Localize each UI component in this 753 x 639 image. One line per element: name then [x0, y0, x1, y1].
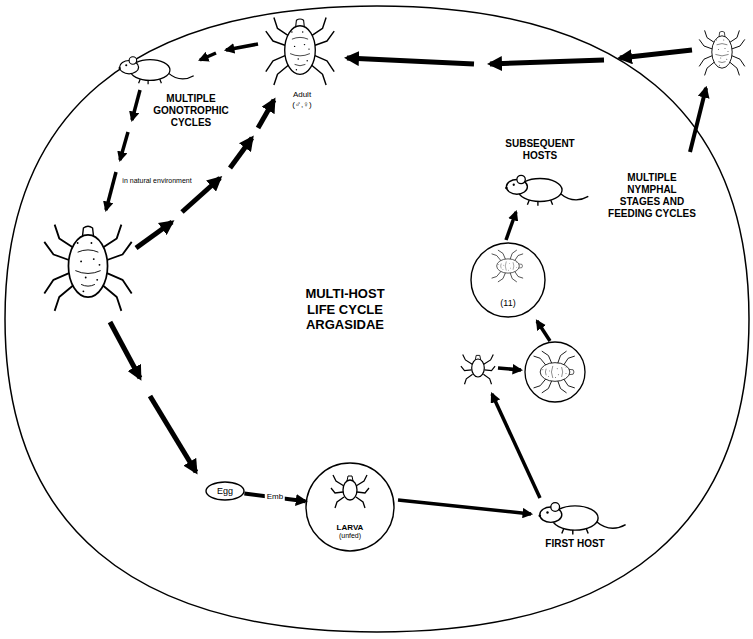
stage-label: Adult (♂,♀)	[284, 90, 320, 109]
cycle-arrow	[132, 90, 140, 120]
cycle-arrows	[106, 44, 706, 514]
stage-arrow	[244, 493, 305, 501]
cycle-label: MULTIPLE NYMPHAL STAGES AND FEEDING CYCL…	[607, 172, 697, 220]
host-label: FIRST HOST	[545, 538, 604, 550]
node-text: Egg	[217, 486, 233, 496]
node-outline	[306, 463, 394, 551]
note-label: in natural environment	[122, 177, 191, 185]
nymph-circle: (11)	[470, 242, 546, 318]
edge-label: Emb	[265, 493, 285, 502]
cycle-arrow	[506, 212, 516, 240]
cycle-arrow	[136, 222, 172, 248]
node-text: (unfed)	[339, 532, 361, 540]
gonotrophic-host	[118, 57, 193, 85]
unfed-larva	[331, 475, 369, 508]
cycle-arrow	[106, 172, 116, 210]
cycle-outline	[5, 6, 749, 632]
fed-nymph	[492, 250, 524, 282]
adult-tick	[266, 18, 334, 86]
cycle-arrow	[490, 60, 604, 64]
cycle-arrow	[230, 138, 252, 168]
nymph-circle	[525, 342, 585, 402]
cycle-arrow	[110, 322, 140, 378]
larva-circle: LARVA(unfed)	[305, 462, 395, 552]
cycle-arrow	[226, 44, 258, 50]
node-text: (11)	[500, 298, 515, 308]
cycle-arrow	[200, 53, 216, 60]
diagram-title: MULTI-HOST LIFE CYCLE ARGASIDAE	[295, 286, 395, 333]
cycle-label: MULTIPLE GONOTROPHIC CYCLES	[150, 93, 232, 129]
cycle-arrow	[347, 58, 474, 64]
subsequent-host	[505, 175, 588, 205]
first-host	[538, 503, 625, 535]
egg-oval: Egg	[205, 481, 245, 501]
nymph-tick	[699, 30, 745, 75]
cycle-arrow	[398, 500, 531, 514]
cycle-arrow	[537, 321, 550, 341]
host-label: SUBSEQUENT HOSTS	[502, 138, 578, 162]
node-text: LARVA	[337, 523, 364, 532]
cycle-arrow	[120, 132, 128, 160]
node-outline	[206, 482, 244, 500]
feeding-larva	[461, 355, 495, 385]
cycle-arrow	[690, 88, 706, 152]
cycle-arrow	[620, 50, 692, 58]
cycle-arrow	[258, 100, 274, 128]
cycle-arrow	[492, 394, 540, 498]
node-outline	[471, 243, 545, 317]
engorged-female-tick	[44, 225, 131, 311]
cycle-arrow	[498, 368, 521, 370]
cycle-arrow	[150, 396, 196, 472]
molting-nymph	[534, 351, 575, 393]
